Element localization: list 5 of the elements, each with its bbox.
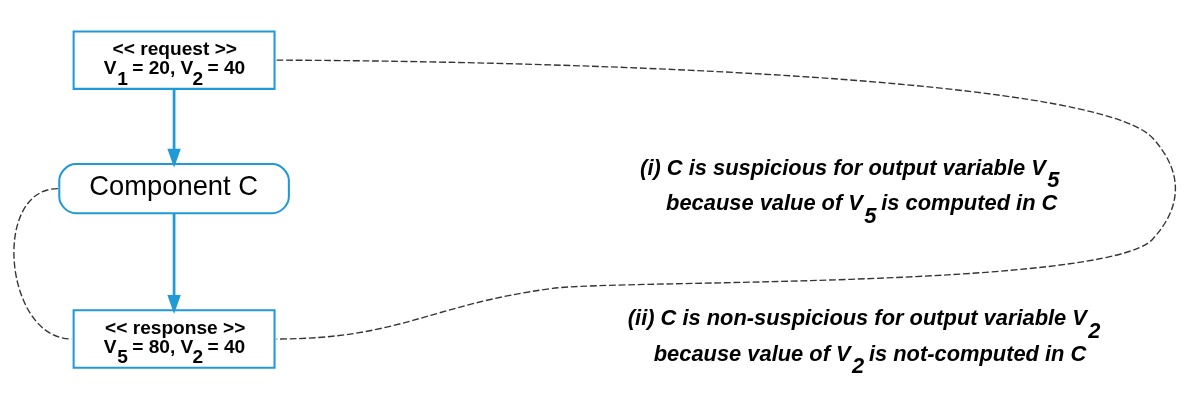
arrow (167, 213, 181, 314)
arrow (167, 88, 181, 168)
connector (13, 187, 73, 340)
connector (275, 59, 1177, 340)
node-box: Component C (58, 162, 290, 214)
